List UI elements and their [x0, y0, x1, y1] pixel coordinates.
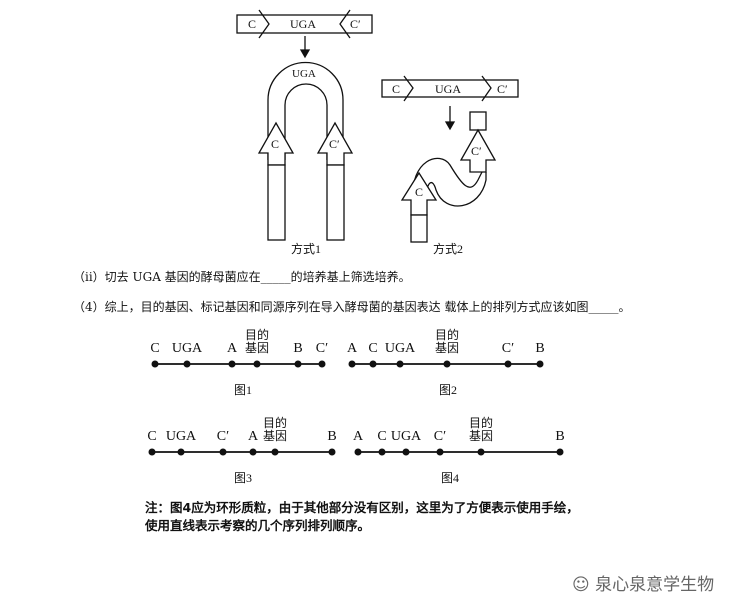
sequence-label: A — [227, 341, 238, 356]
note-line-2: 使用直线表示考察的几个序列排列顺序。 — [145, 518, 371, 533]
sequence-dot — [219, 448, 227, 456]
sequence-label: UGA — [391, 429, 422, 444]
mode2-box-label: UGA — [435, 82, 461, 96]
mode2-box-label: C′ — [497, 82, 508, 96]
sequence-label: 目的 — [435, 327, 459, 342]
mode2-caption: 方式2 — [433, 241, 463, 256]
sequence-label: 基因 — [263, 429, 287, 443]
sequence-label: UGA — [385, 341, 416, 356]
sequence-label: C′ — [316, 341, 328, 356]
watermark-text: 泉心泉意学生物 — [595, 575, 715, 595]
sequence-dot — [318, 360, 326, 368]
arrow-label: C — [271, 137, 279, 151]
mode1-box-label: C — [248, 17, 256, 31]
mode2-diagram — [381, 75, 519, 243]
mode2-labels: C UGA C′ C C′ 方式2 — [392, 82, 508, 256]
sequence-label: B — [535, 341, 544, 356]
sequence-label: C — [368, 341, 377, 356]
sequence-label: C — [377, 429, 386, 444]
sequence-label: B — [293, 341, 302, 356]
figure-caption: 图4 — [441, 471, 459, 485]
sequence-dot — [294, 360, 302, 368]
mode1-caption: 方式1 — [291, 241, 321, 256]
mode1-diagram — [236, 9, 373, 241]
sequence-label: C′ — [502, 341, 514, 356]
loop-label: UGA — [292, 68, 316, 80]
question-ii: （ii）切去 UGA 基因的酵母菌应在_____的培养基上筛选培养。 — [73, 270, 411, 284]
figure-caption: 图2 — [439, 383, 457, 397]
figure-3: C UGA C′ A 目的基因 B 图3 — [147, 415, 336, 485]
sequence-dot — [443, 360, 451, 368]
sequence-dot — [396, 360, 404, 368]
mode1-box-label: C′ — [350, 17, 361, 31]
sequence-dot — [556, 448, 564, 456]
figure-caption: 图1 — [234, 383, 252, 397]
sequence-dot — [402, 448, 410, 456]
wechat-icon: ☺ — [572, 575, 596, 595]
sequence-label: 目的 — [469, 415, 493, 430]
sequence-label: UGA — [172, 341, 203, 356]
sequence-label: C′ — [217, 429, 229, 444]
figure-1: C UGA A 目的基因 B C′ 图1 — [150, 327, 328, 397]
sequence-dot — [369, 360, 377, 368]
sequence-label: A — [248, 429, 259, 444]
sequence-dot — [249, 448, 257, 456]
sequence-label: B — [555, 429, 564, 444]
sequence-label: 目的 — [245, 327, 269, 342]
sequence-label: B — [327, 429, 336, 444]
loop-outer — [267, 61, 344, 160]
sequence-label: A — [353, 429, 364, 444]
mode2-box-label: C — [392, 82, 400, 96]
mode1-box-label: UGA — [290, 17, 316, 31]
sequence-dot — [504, 360, 512, 368]
note-line-1: 注：图4应为环形质粒，由于其他部分没有区别，这里为了方便表示使用手绘， — [145, 500, 579, 515]
sequence-dot — [477, 448, 485, 456]
mode1-sequence-box — [236, 14, 373, 34]
sequence-label: C — [150, 341, 159, 356]
arrow-label: C′ — [329, 137, 340, 151]
sequence-label: 基因 — [245, 341, 269, 355]
sequence-label: C — [147, 429, 156, 444]
figure-caption: 图3 — [234, 471, 252, 485]
watermark: ☺ 泉心泉意学生物 — [572, 570, 714, 595]
sequence-dot — [436, 448, 444, 456]
sequence-label: 基因 — [469, 429, 493, 443]
arrow-label: C — [415, 185, 423, 199]
sequence-dot — [348, 360, 356, 368]
sequence-dot — [148, 448, 156, 456]
sequence-dot — [228, 360, 236, 368]
sequence-dot — [271, 448, 279, 456]
sequence-label: A — [347, 341, 358, 356]
sequence-dot — [354, 448, 362, 456]
sequence-label: 目的 — [263, 415, 287, 430]
question-4: （4）综上，目的基因、标记基因和同源序列在导入酵母菌的基因表达 载体上的排列方式… — [73, 300, 631, 314]
sequence-dot — [253, 360, 261, 368]
sequence-dot — [177, 448, 185, 456]
sequence-dot — [183, 360, 191, 368]
sequence-dot — [378, 448, 386, 456]
sequence-label: UGA — [166, 429, 197, 444]
sequence-dot — [328, 448, 336, 456]
arrow-label: C′ — [471, 144, 482, 158]
sequence-label: 基因 — [435, 341, 459, 355]
sequence-label: C′ — [434, 429, 446, 444]
sequence-dot — [151, 360, 159, 368]
sequence-dot — [536, 360, 544, 368]
mode1-labels: C UGA C′ UGA C C′ 方式1 — [248, 17, 361, 256]
